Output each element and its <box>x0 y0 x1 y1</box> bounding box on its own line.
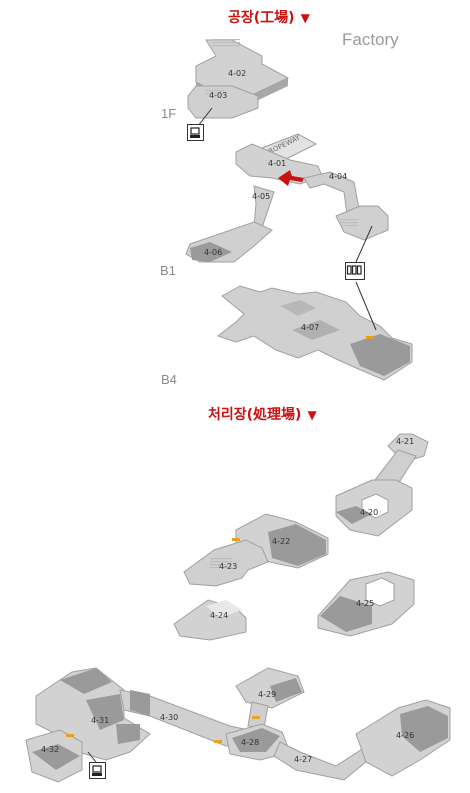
factory-english-label: Factory <box>342 30 399 49</box>
room-4-29-floor[interactable] <box>235 667 305 709</box>
stair-area <box>212 38 240 47</box>
dark-area <box>116 724 140 744</box>
room-label-4-27: 4-27 <box>294 755 312 764</box>
processing-dropdown-arrow-icon[interactable]: ▼ <box>307 408 317 422</box>
room-label-4-02: 4-02 <box>228 69 246 78</box>
dark-area <box>336 506 372 524</box>
factory-b1-block: ROPEWAY <box>185 133 389 263</box>
processing-4-24-block <box>173 599 247 641</box>
door-marker <box>366 336 374 339</box>
room-label-4-29: 4-29 <box>258 690 276 699</box>
light-area <box>206 600 242 618</box>
room-label-4-26: 4-26 <box>396 731 414 740</box>
floor-label-1f: 1F <box>161 106 177 121</box>
dark-area <box>350 334 410 376</box>
door-marker <box>232 538 240 541</box>
computer-terminal-icon[interactable] <box>187 124 204 141</box>
factory-b4-block <box>216 281 413 381</box>
room-label-4-04: 4-04 <box>329 172 347 181</box>
floor-label-b4: B4 <box>161 372 177 387</box>
room-label-4-30: 4-30 <box>160 713 178 722</box>
processing-4-20-block <box>335 433 429 537</box>
dark-area <box>270 678 302 702</box>
processing-4-22-block <box>183 513 329 587</box>
computer-terminal-icon <box>190 127 200 138</box>
dark-area <box>130 690 150 716</box>
factory-header: 공장(工場) ▼ <box>228 7 310 27</box>
room-label-4-31: 4-31 <box>91 716 109 725</box>
connector-line <box>197 107 213 127</box>
room-label-4-23: 4-23 <box>219 562 237 571</box>
room-label-4-21: 4-21 <box>396 437 414 446</box>
room-4-03-floor[interactable] <box>187 85 259 119</box>
processing-header-korean: 처리장 <box>208 407 247 423</box>
door-marker <box>252 716 260 719</box>
processing-header: 처리장(処理場) ▼ <box>208 404 317 424</box>
room-label-4-28: 4-28 <box>241 738 259 747</box>
room-label-4-22: 4-22 <box>272 537 290 546</box>
corridor-4-29[interactable] <box>247 701 269 729</box>
room-4-04-end[interactable] <box>335 205 389 241</box>
room-label-4-24: 4-24 <box>210 611 228 620</box>
dark-area <box>292 320 340 340</box>
room-label-4-20: 4-20 <box>360 508 378 517</box>
factory-1f-block <box>187 38 290 127</box>
dark-area <box>86 694 124 730</box>
elevator-panel-icon[interactable] <box>345 262 365 280</box>
red-entry-arrow <box>278 170 304 186</box>
room-label-4-06: 4-06 <box>204 248 222 257</box>
door-marker <box>66 734 74 737</box>
dark-area <box>400 706 448 752</box>
processing-lower-block <box>25 667 451 783</box>
dark-area <box>32 744 80 770</box>
factory-header-korean: 공장 <box>228 10 254 26</box>
corridor-4-05[interactable] <box>253 185 275 229</box>
factory-dropdown-arrow-icon[interactable]: ▼ <box>300 11 310 25</box>
elevator-panel-icon <box>346 265 362 275</box>
room-label-4-07: 4-07 <box>301 323 319 332</box>
room-4-25-inner <box>365 577 395 607</box>
dark-area <box>60 668 112 694</box>
stair-area <box>210 558 232 568</box>
connector-line <box>355 281 377 331</box>
connector-line <box>355 225 373 263</box>
stair-area <box>340 218 358 226</box>
room-label-4-05: 4-05 <box>252 192 270 201</box>
room-label-4-32: 4-32 <box>41 745 59 754</box>
room-label-4-25: 4-25 <box>356 599 374 608</box>
factory-header-kanji: (工場) <box>253 10 295 26</box>
dark-area <box>232 728 280 752</box>
processing-4-25-block <box>317 571 415 637</box>
dark-area <box>190 242 232 262</box>
stair-area <box>206 88 224 94</box>
dark-area <box>320 596 372 632</box>
computer-terminal-icon[interactable] <box>89 762 106 779</box>
connector-line <box>87 751 97 763</box>
floor-label-b1: B1 <box>160 263 176 278</box>
dark-area <box>268 524 326 566</box>
dark-area <box>280 300 316 316</box>
computer-terminal-icon <box>92 765 102 776</box>
door-marker <box>214 740 222 743</box>
room-label-4-01: 4-01 <box>268 159 286 168</box>
room-label-4-03: 4-03 <box>209 91 227 100</box>
processing-header-kanji: (処理場) <box>246 407 302 423</box>
